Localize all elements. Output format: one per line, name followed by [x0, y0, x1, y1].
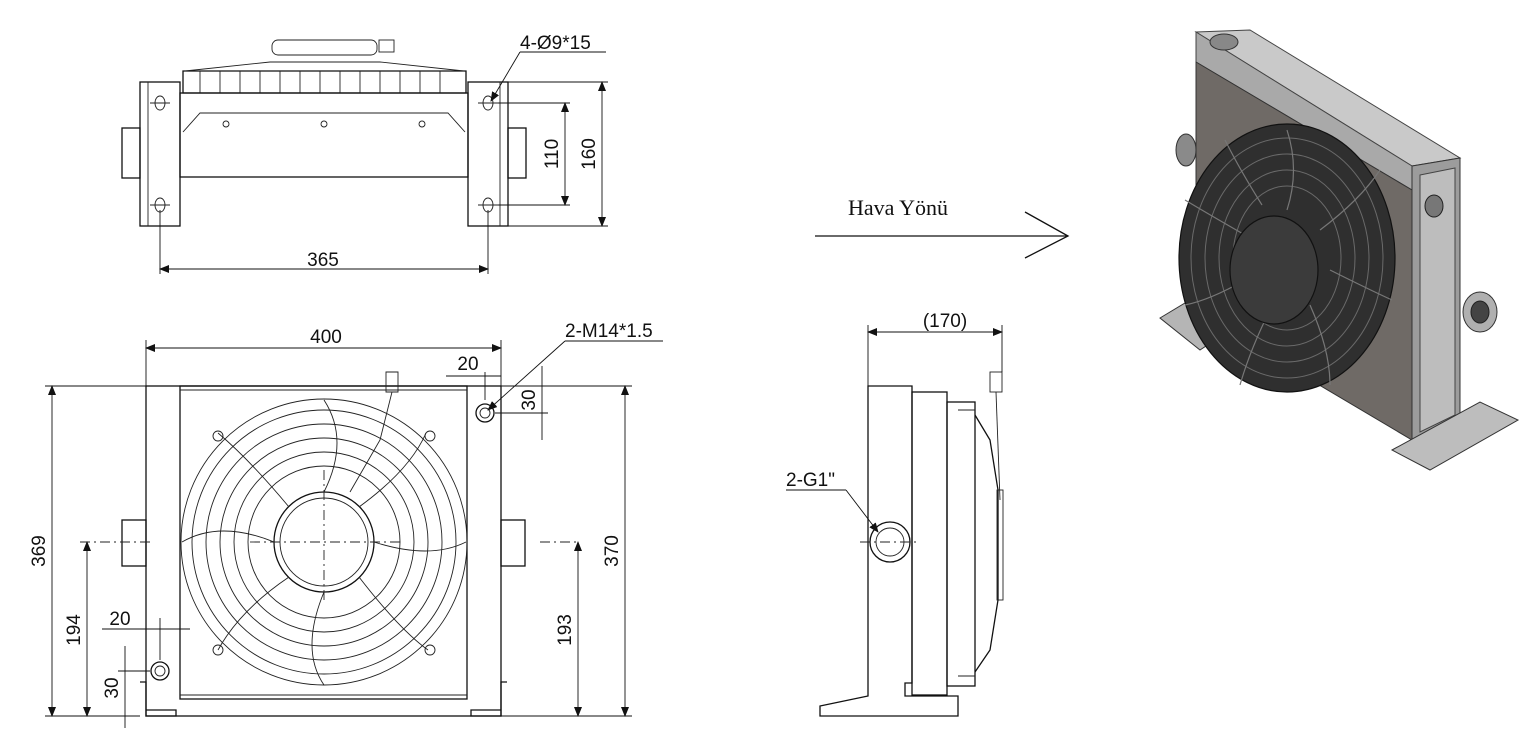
dim-370-label: 370 — [602, 535, 623, 567]
dim-30-bottom-label: 30 — [102, 677, 123, 698]
dim-30-top-label: 30 — [519, 389, 540, 410]
dim-400-label: 400 — [310, 327, 342, 348]
dim-20-bottom-label: 20 — [109, 609, 130, 630]
front-frame — [145, 385, 502, 717]
dim-365-label: 365 — [307, 250, 339, 271]
right-port-top — [507, 127, 527, 179]
side-fan-profile — [974, 414, 999, 673]
core-face — [179, 385, 468, 700]
port-spec-label: 2-M14*1.5 — [565, 321, 653, 342]
core-body-top — [179, 92, 469, 178]
isometric-view — [1159, 29, 1520, 471]
side-port-spec-label: 2-G1" — [786, 470, 835, 491]
dim-193-label: 193 — [555, 614, 576, 646]
top-port-hole — [475, 403, 495, 423]
front-view: 400 2-M14*1.5 20 30 369 194 20 30 370 — [29, 321, 663, 728]
air-flow-indicator: Hava Yönü — [815, 195, 1070, 259]
dim-160-label: 160 — [579, 138, 600, 170]
left-port-top — [121, 127, 141, 179]
air-flow-label: Hava Yönü — [848, 195, 948, 220]
motor-cap — [271, 39, 378, 56]
bottom-port-hole — [150, 661, 170, 681]
hole-spec-label: 4-Ø9*15 — [520, 33, 591, 54]
fan-shroud-edge — [184, 61, 465, 72]
side-core — [911, 391, 948, 696]
left-port-front — [121, 519, 147, 567]
left-bracket — [139, 81, 181, 227]
dim-369-label: 369 — [29, 535, 50, 567]
dim-110-label: 110 — [542, 139, 563, 169]
right-port-front — [500, 519, 526, 567]
dim-20-top-label: 20 — [457, 354, 478, 375]
dim-194-label: 194 — [64, 614, 85, 646]
dim-170-label: (170) — [923, 311, 967, 332]
cable-plug — [378, 39, 395, 53]
top-view: 365 110 160 4-Ø9*15 — [121, 33, 608, 274]
side-shroud — [946, 401, 976, 687]
side-cable-plug — [989, 371, 1003, 393]
body-bevel — [182, 112, 466, 133]
grille-lines — [199, 71, 441, 93]
right-bracket — [467, 81, 509, 227]
side-view: (170) 2-G1" — [786, 311, 1004, 717]
fan-shroud-top — [182, 70, 467, 94]
side-frame — [819, 385, 959, 717]
iso-fan — [1178, 123, 1396, 393]
fan-cable — [349, 371, 399, 493]
